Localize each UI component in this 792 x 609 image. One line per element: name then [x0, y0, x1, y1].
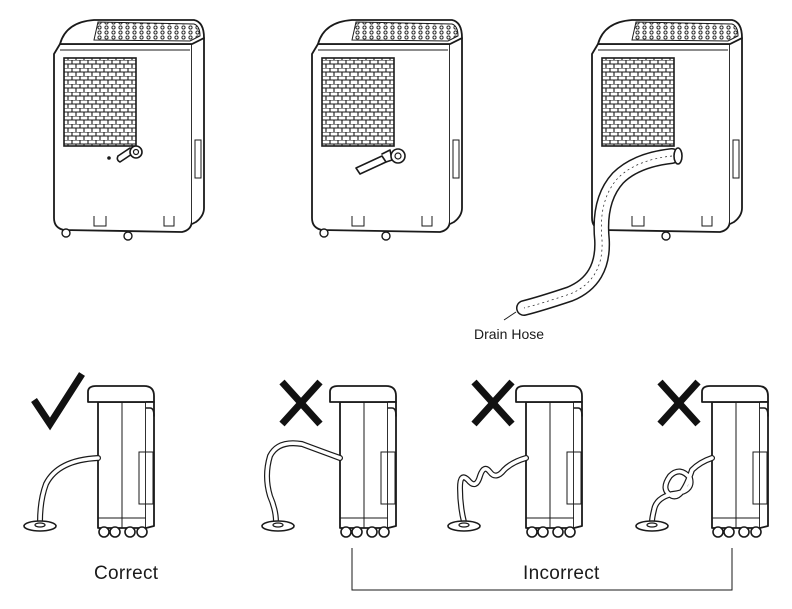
incorrect-bracket — [351, 548, 733, 591]
unit-rear-view-2 — [311, 19, 463, 241]
unit-rear-view-3 — [591, 19, 743, 241]
incorrect-label: Incorrect — [523, 563, 600, 584]
drain-hose-label: Drain Hose — [474, 326, 545, 342]
incorrect-panel-2 — [447, 379, 583, 538]
correct-label: Correct — [94, 563, 159, 584]
cross-mark-icon — [279, 379, 323, 427]
correct-panel — [23, 372, 155, 538]
drain-hose — [503, 147, 683, 321]
cross-mark-icon — [657, 379, 701, 427]
cross-mark-icon — [471, 379, 515, 427]
hose-connector — [355, 148, 406, 175]
unit-rear-view-1 — [53, 19, 205, 241]
incorrect-panel-3 — [635, 379, 769, 538]
incorrect-panel-1 — [261, 379, 397, 538]
check-mark-icon — [31, 372, 85, 431]
drain-outlet-cap — [107, 145, 143, 163]
